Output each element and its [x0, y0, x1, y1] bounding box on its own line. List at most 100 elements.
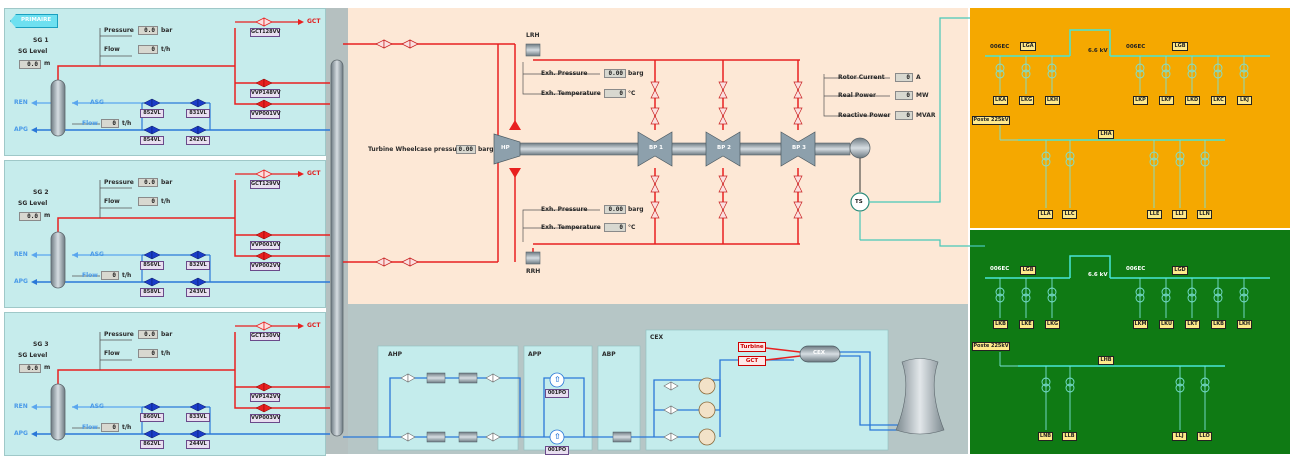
- sg2-vvp-b-tag[interactable]: VVP002VV: [250, 262, 281, 271]
- sg2-pressure-value: 0.0: [138, 178, 158, 187]
- reactive-power-value: 0: [895, 111, 913, 120]
- grid-bot-lower-bus-tag[interactable]: LHB: [1098, 356, 1114, 365]
- grid-top-lower-feeder-2[interactable]: LLE: [1147, 210, 1162, 219]
- sg1-title: SG 1: [33, 37, 49, 44]
- grid-top-lower-bus-tag[interactable]: LHA: [1098, 130, 1114, 139]
- sg3-pressure-label: Pressure: [104, 331, 134, 338]
- sg1-vvp-a-tag[interactable]: VVP148VV: [250, 89, 281, 98]
- grid-bot-feeder-2[interactable]: LKG: [1045, 320, 1060, 329]
- sg2-vvp-a-tag[interactable]: VVP001VV: [250, 241, 281, 250]
- grid-top-feeder-7[interactable]: LKJ: [1237, 96, 1252, 105]
- grid-bot-feeder-1[interactable]: LKE: [1019, 320, 1034, 329]
- sg2-vl-b-tag[interactable]: 832VL: [186, 261, 210, 270]
- sg1-vvp-b-tag[interactable]: VVP001VV: [250, 110, 281, 119]
- sg2-feed-flow-value: 0: [101, 271, 119, 280]
- grid-bot-lower-feeder-3[interactable]: LLO: [1197, 432, 1212, 441]
- sg3-vl-b-tag[interactable]: 833VL: [186, 413, 210, 422]
- real-power-unit: MW: [916, 92, 929, 99]
- grid-bot-bus-left-tag[interactable]: LGB: [1020, 266, 1036, 275]
- sg1-vl-a-tag[interactable]: 852VL: [140, 109, 164, 118]
- sg3-flow-label: Flow: [104, 350, 120, 357]
- hp-label: HP: [501, 145, 510, 151]
- sg3-vl-c-tag[interactable]: 862VL: [140, 440, 164, 449]
- grid-top-feeder-1[interactable]: LKG: [1019, 96, 1034, 105]
- grid-bot-feeder-4[interactable]: LKU: [1159, 320, 1174, 329]
- grid-top-bus-right-tag[interactable]: LGB: [1172, 42, 1188, 51]
- grid-top-feeder-3[interactable]: LKP: [1133, 96, 1148, 105]
- bp1-label: BP 1: [649, 145, 663, 151]
- grid-top-poste[interactable]: Poste 225kV: [972, 116, 1010, 125]
- grid-bot-feeder-3[interactable]: LKM: [1133, 320, 1148, 329]
- sg3-ren-label: REN: [14, 403, 28, 410]
- grid-bot-feeder-5[interactable]: LKT: [1185, 320, 1200, 329]
- wheelcase-value: 0.00: [456, 145, 476, 154]
- primaire-button[interactable]: PRIMAIRE: [10, 14, 58, 28]
- grid-top-feeder-6[interactable]: LKC: [1211, 96, 1226, 105]
- grid-bot-lower-feeder-0[interactable]: LNB: [1038, 432, 1053, 441]
- top-exh-pressure-label: Exh. Pressure: [541, 70, 588, 77]
- sg2-vl-d-tag[interactable]: 243VL: [186, 288, 210, 297]
- sg3-feed-flow-label: Flow: [82, 424, 98, 431]
- grid-top-lower-feeder-4[interactable]: LLN: [1197, 210, 1212, 219]
- sg2-vl-c-tag[interactable]: 858VL: [140, 288, 164, 297]
- grid-top-bus-left: 006EC: [990, 44, 1010, 50]
- grid-bot-poste[interactable]: Poste 225kV: [972, 342, 1010, 351]
- grid-top-bus-right: 006EC: [1126, 44, 1146, 50]
- rotor-current-value: 0: [895, 73, 913, 82]
- grid-top-lower-feeder-3[interactable]: LLI: [1172, 210, 1187, 219]
- sg1-vl-b-tag[interactable]: 831VL: [186, 109, 210, 118]
- bot-exh-pressure-value: 0.00: [604, 205, 626, 214]
- sg2-asg-label: ASG: [90, 251, 104, 258]
- reactive-power-label: Reactive Power: [838, 112, 891, 119]
- rrh-label: RRH: [526, 268, 541, 275]
- sg3-vl-d-tag[interactable]: 244VL: [186, 440, 210, 449]
- sg1-gct-label: GCT: [307, 18, 321, 25]
- sg3-vvp-a-tag[interactable]: VVP142VV: [250, 393, 281, 402]
- gct-tag[interactable]: GCT: [738, 356, 766, 366]
- bp3-label: BP 3: [792, 145, 806, 151]
- grid-bot-feeder-0[interactable]: LKB: [993, 320, 1008, 329]
- bot-exh-pressure-label: Exh. Pressure: [541, 206, 588, 213]
- grid-bot-bus-right-tag[interactable]: LGD: [1172, 266, 1188, 275]
- generator-icon: [849, 137, 871, 159]
- top-exh-pressure-value: 0.00: [604, 69, 626, 78]
- grid-bot-feeder-7[interactable]: LKH: [1237, 320, 1252, 329]
- sg2-title: SG 2: [33, 189, 49, 196]
- grid-top-bus-left-tag[interactable]: LGA: [1020, 42, 1036, 51]
- grid-bot-feeder-6[interactable]: LKB: [1211, 320, 1226, 329]
- sg3-asg-label: ASG: [90, 403, 104, 410]
- sg1-vl-d-tag[interactable]: 242VL: [186, 136, 210, 145]
- pump-top-tag[interactable]: 001PO: [545, 389, 569, 398]
- sg1-gct-valve-tag[interactable]: GCT128VV: [250, 28, 281, 37]
- grid-top-feeder-0[interactable]: LKA: [993, 96, 1008, 105]
- sg2-vl-a-tag[interactable]: 856VL: [140, 261, 164, 270]
- grid-bot-lower-feeder-2[interactable]: LLJ: [1172, 432, 1187, 441]
- top-exh-temp-unit: °C: [628, 90, 636, 97]
- sg1-ren-label: REN: [14, 99, 28, 106]
- rotor-current-label: Rotor Current: [838, 74, 885, 81]
- sg1-vl-c-tag[interactable]: 854VL: [140, 136, 164, 145]
- grid-bot-bus-left: 006EC: [990, 266, 1010, 272]
- sg2-flow-label: Flow: [104, 198, 120, 205]
- grid-bot-lower-feeder-1[interactable]: LLB: [1062, 432, 1077, 441]
- abp-label: ABP: [602, 351, 616, 358]
- reactive-power-unit: MVAR: [916, 112, 936, 119]
- grid-top-feeder-5[interactable]: LKD: [1185, 96, 1200, 105]
- sg3-gct-label: GCT: [307, 322, 321, 329]
- hp-turbine: [493, 133, 521, 165]
- sg2-gct-valve-tag[interactable]: GCT129VV: [250, 180, 281, 189]
- top-exh-temp-label: Exh. Temperature: [541, 90, 601, 97]
- sg3-flow-value: 0: [138, 349, 158, 358]
- bot-exh-temp-value: 0: [604, 223, 626, 232]
- steam-collector: [330, 59, 344, 437]
- turbine-tag[interactable]: Turbine: [738, 342, 766, 352]
- lrh-label: LRH: [526, 32, 540, 39]
- grid-top-lower-feeder-1[interactable]: LLC: [1062, 210, 1077, 219]
- sg3-vvp-b-tag[interactable]: VVP003VV: [250, 414, 281, 423]
- sg3-gct-valve-tag[interactable]: GCT130VV: [250, 332, 281, 341]
- grid-top-voltage: 6.6 kV: [1088, 48, 1108, 54]
- grid-top-feeder-2[interactable]: LKH: [1045, 96, 1060, 105]
- sg3-vl-a-tag[interactable]: 860VL: [140, 413, 164, 422]
- grid-top-lower-feeder-0[interactable]: LLA: [1038, 210, 1053, 219]
- grid-top-feeder-4[interactable]: LKF: [1159, 96, 1174, 105]
